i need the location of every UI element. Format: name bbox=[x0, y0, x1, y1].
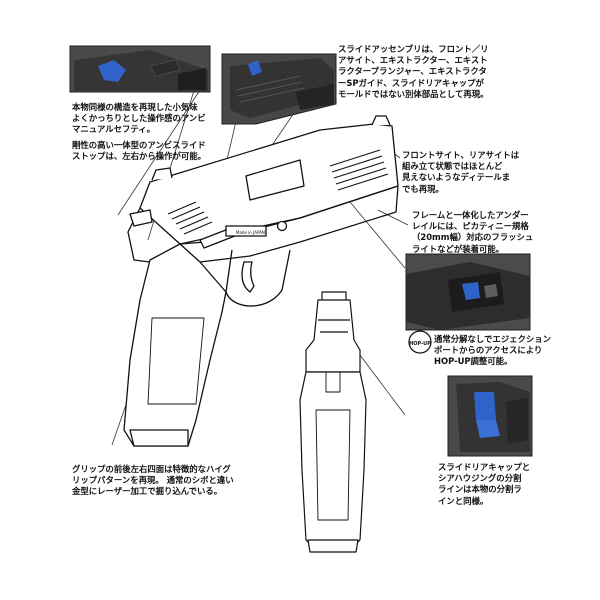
caption-grip: グリップの前後左右四面は特徴的なハイグ リップパターンを再現。 通常のシボと違い… bbox=[72, 464, 234, 497]
inset-hopup bbox=[405, 253, 531, 331]
inset-safety bbox=[69, 45, 211, 93]
hopup-badge-text: HOP-UP bbox=[409, 341, 431, 347]
inset-rear-cap bbox=[447, 375, 533, 457]
inset-slide bbox=[221, 53, 337, 125]
pistol-rear-view bbox=[299, 291, 367, 553]
caption-slide-stop: 剛性の高い一体型のアンビスライド ストップは、左右から操作が可能。 bbox=[72, 140, 206, 162]
pistol-side-view bbox=[123, 115, 399, 447]
caption-safety: 本物同様の構造を再現した小気味 よくかっちりとした操作感のアンビ マニュアルセフ… bbox=[72, 102, 206, 135]
caption-sights: フロントサイト、リアサイトは 組み立て状態ではほとんど 見えないようなディテール… bbox=[402, 150, 520, 194]
caption-rail: フレームと一体化したアンダー レイルには、ピカティニー規格 （20mm幅）対応の… bbox=[412, 210, 534, 254]
caption-slide-assembly: スライドアッセンブリは、フロント／リ アサイト、エキストラクター、エキスト ラク… bbox=[338, 44, 489, 99]
slide-marking: Made in JAPAN bbox=[236, 230, 265, 235]
hopup-badge-icon bbox=[408, 330, 432, 354]
caption-rear-cap: スライドリアキャップと シアハウジングの分割 ラインは本物の分割ラ インと同様。 bbox=[438, 462, 531, 506]
caption-hopup: 通常分解なしでエジェクション ポートからのアクセスにより HOP-UP調整可能。 bbox=[434, 334, 551, 367]
